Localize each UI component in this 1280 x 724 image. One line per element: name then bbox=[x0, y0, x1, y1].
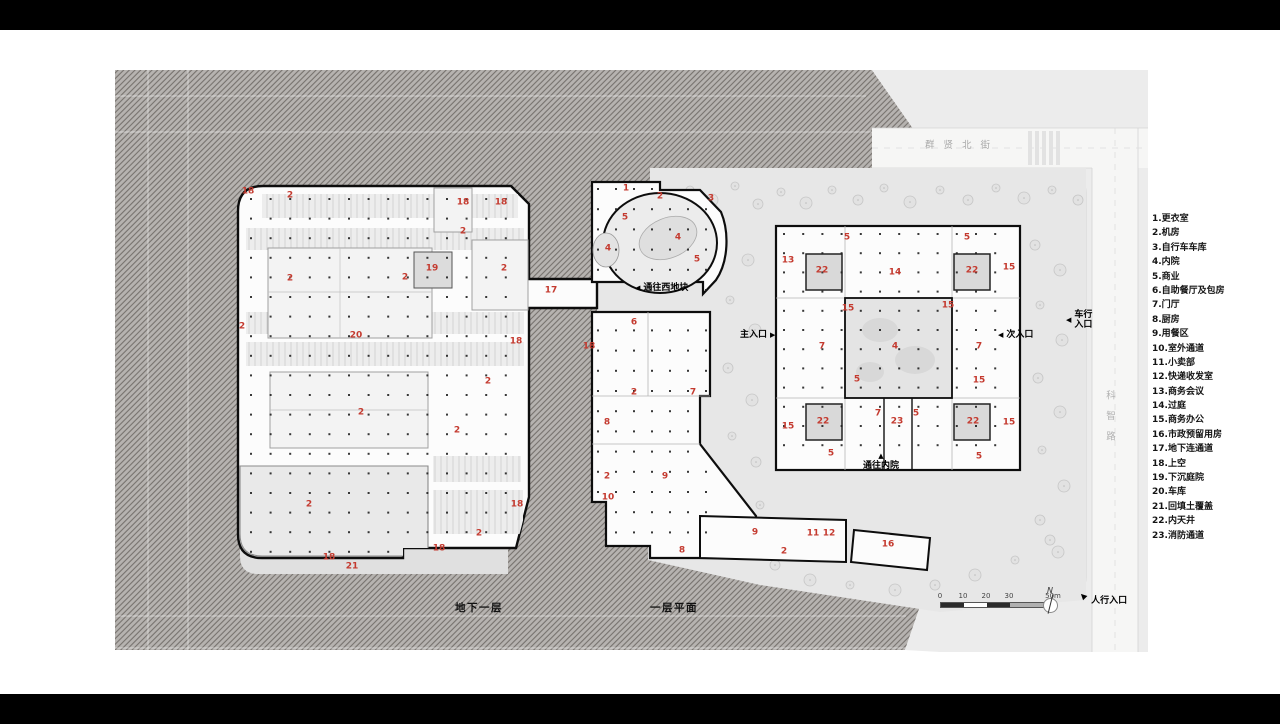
scale-bar-segment bbox=[941, 603, 964, 607]
top-black-bar bbox=[0, 0, 1280, 30]
north-label: N bbox=[1047, 586, 1053, 595]
legend-item: 18.上空 bbox=[1152, 458, 1186, 469]
legend-item: 3.自行车车库 bbox=[1152, 242, 1207, 253]
scale-tick-label: 30 bbox=[1004, 592, 1014, 600]
legend-item: 23.消防通道 bbox=[1152, 530, 1204, 541]
legend-item: 4.内院 bbox=[1152, 257, 1180, 268]
north-circle bbox=[1042, 593, 1058, 614]
scale-bar-rule bbox=[940, 602, 1055, 608]
scale-bar: 010203050m bbox=[937, 592, 1061, 614]
legend-item: 7.门厅 bbox=[1152, 300, 1180, 311]
street-label-east: 科智路 bbox=[1104, 390, 1115, 452]
legend: 1.更衣室 2.机房 3.自行车车库 4.内院 5.商业 6.自助餐厅及包房 7.门厅 8.厨… bbox=[1152, 212, 1225, 543]
secondary-entrance-path bbox=[1018, 330, 1086, 366]
first-floor-plan bbox=[590, 180, 1022, 572]
legend-item: 9.用餐区 bbox=[1152, 329, 1189, 340]
basement-plan bbox=[236, 184, 599, 574]
scale-tick-label: 0 bbox=[937, 592, 943, 600]
legend-item: 8.厨房 bbox=[1152, 314, 1180, 325]
legend-item: 19.下沉庭院 bbox=[1152, 473, 1204, 484]
bottom-black-bar bbox=[0, 694, 1280, 724]
legend-item: 1.更衣室 bbox=[1152, 214, 1189, 224]
scale-bar-segment bbox=[987, 603, 1010, 607]
north-arrow: N bbox=[1040, 586, 1060, 614]
legend-item: 12.快递收发室 bbox=[1152, 372, 1213, 383]
scale-bar-segment bbox=[1010, 603, 1054, 607]
inner-courtyard bbox=[844, 297, 953, 399]
legend-item: 20.车库 bbox=[1152, 487, 1186, 498]
plan-title-first-floor: 一层平面 bbox=[650, 602, 698, 614]
legend-item: 15.商务办公 bbox=[1152, 415, 1204, 426]
legend-item: 16.市政预留用房 bbox=[1152, 429, 1222, 440]
street-label-north: 群贤北街 bbox=[924, 140, 1000, 151]
municipal-block bbox=[849, 528, 932, 572]
legend-item: 14.过庭 bbox=[1152, 401, 1186, 412]
legend-item: 10.室外通道 bbox=[1152, 343, 1204, 354]
zebra-crossing bbox=[1028, 131, 1060, 165]
legend-item: 13.商务会议 bbox=[1152, 386, 1204, 397]
scale-bar-segment bbox=[964, 603, 987, 607]
main-entrance-path bbox=[712, 330, 778, 366]
light-wells bbox=[805, 253, 991, 441]
legend-item: 2.机房 bbox=[1152, 228, 1180, 239]
legend-item: 5.商业 bbox=[1152, 271, 1180, 282]
south-strip bbox=[699, 514, 847, 564]
fire-corridor bbox=[883, 398, 913, 470]
north-needle bbox=[1047, 593, 1054, 614]
legend-item: 22.内天井 bbox=[1152, 516, 1195, 527]
scale-tick-label: 20 bbox=[981, 592, 991, 600]
legend-item: 21.回填土覆盖 bbox=[1152, 501, 1213, 512]
legend-item: 17.地下连通道 bbox=[1152, 444, 1213, 455]
plan-title-basement: 地下一层 bbox=[455, 602, 503, 614]
scale-tick-label: 10 bbox=[958, 592, 968, 600]
sunken-courtyard bbox=[413, 251, 453, 289]
legend-item: 6.自助餐厅及包房 bbox=[1152, 285, 1225, 296]
legend-item: 11.小卖部 bbox=[1152, 357, 1195, 368]
